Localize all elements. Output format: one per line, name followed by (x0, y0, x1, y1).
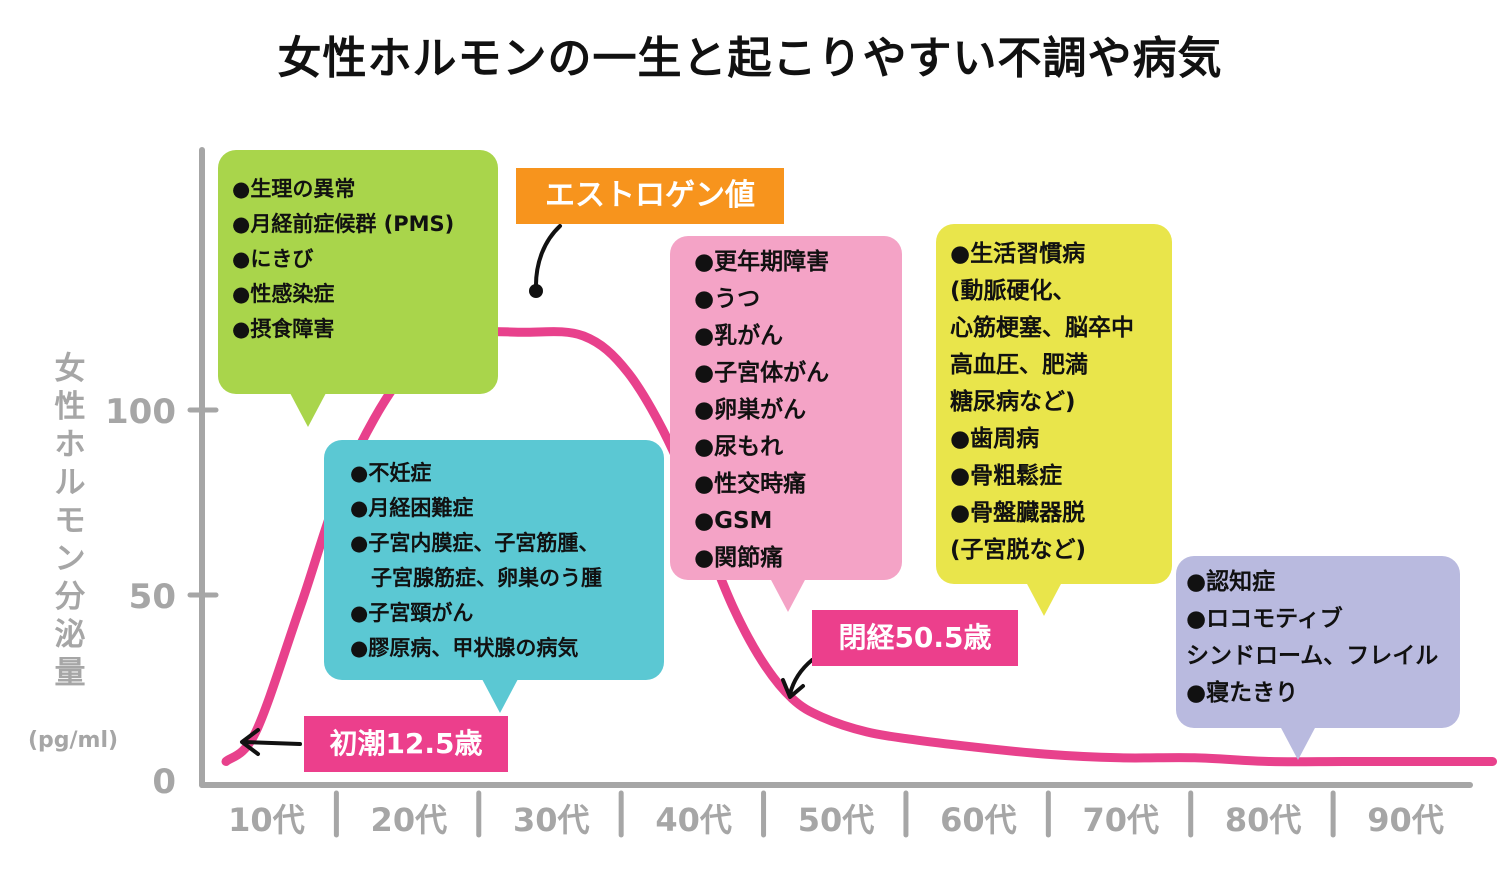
bubble-menopause-issues: ●更年期障害 ●うつ ●乳がん ●子宮体がん ●卵巣がん ●尿もれ ●性交時痛 ●GSM ●関節… (670, 236, 902, 612)
x-tick-label: 40代 (655, 801, 732, 839)
y-axis-label-char: 量 (54, 655, 86, 691)
y-axis-label-char: モ (54, 503, 86, 539)
menarche-arrowhead (240, 728, 260, 756)
estrogen-label: エストロゲン値 (516, 168, 784, 224)
bubble-item: ●生理の異常 (232, 177, 356, 201)
bubble-item: ●性感染症 (232, 282, 335, 306)
menopause-arrowhead (781, 678, 805, 699)
bubble-item: 高血圧、肥満 (950, 352, 1088, 378)
bubble-item: 子宮腺筋症、卵巣のう腫 (350, 566, 602, 590)
bubble-item: ●生活習慣病 (950, 241, 1086, 267)
bubble-item: ●骨粗鬆症 (950, 463, 1063, 489)
y-tick-label: 0 (152, 762, 176, 802)
bubble-item: 糖尿病など) (950, 389, 1076, 415)
bubble-item: ●膠原病、甲状腺の病気 (350, 636, 579, 660)
x-tick-labels: 10代 20代 30代 40代 50代 60代 70代 80代 90代 (228, 801, 1444, 839)
bubble-item: ●不妊症 (350, 461, 432, 485)
y-axis-label-char: ホ (54, 427, 86, 463)
bubble-yellow-list: ●生活習慣病 (動脈硬化、心筋梗塞、脳卒中高血圧、肥満糖尿病など) ●歯周病 ●骨粗鬆… (950, 236, 1160, 569)
bubble-tail (290, 393, 326, 427)
bubble-green-list: ●生理の異常 ●月経前症候群 (PMS) ●にきび ●性感染症 ●摂食障害 (232, 172, 486, 347)
x-tick-label: 90代 (1367, 801, 1444, 839)
bubble-item: ●子宮内膜症、子宮筋腫、 (350, 531, 600, 555)
bubble-item: 心筋梗塞、脳卒中 (950, 315, 1134, 341)
bubble-blue-list: ●不妊症 ●月経困難症 ●子宮内膜症、子宮筋腫、 子宮腺筋症、卵巣のう腫 ●子宮頸がん… (350, 456, 652, 666)
bubble-item: ●にきび (232, 247, 314, 271)
estrogen-pointer (533, 224, 562, 292)
bubble-item: ●月経前症候群 (PMS) (232, 212, 455, 236)
bubble-item: ●尿もれ (694, 434, 784, 460)
x-tick-label: 60代 (940, 801, 1017, 839)
x-tick-label: 50代 (798, 801, 875, 839)
x-tick-label: 30代 (513, 801, 590, 839)
y-axis-label: 女性ホルモン分泌量 (50, 350, 90, 692)
bubble-item: ●歯周病 (950, 426, 1040, 452)
x-tick-label: 10代 (228, 801, 305, 839)
bubble-purple-list: ●認知症 ●ロコモティブシンドローム、フレイル ●寝たきり (1186, 564, 1448, 712)
y-axis-unit: (pg/ml) (27, 728, 119, 753)
estrogen-pointer-dot (529, 284, 543, 298)
bubble-tail (770, 578, 806, 612)
bubble-item: ●うつ (694, 286, 761, 312)
y-axis-label-char: ル (54, 465, 86, 501)
y-axis-label-char: 性 (54, 389, 86, 425)
estrogen-curve (221, 327, 1497, 767)
bubble-tail (1026, 582, 1062, 616)
bubble-item: (動脈硬化、 (950, 278, 1076, 304)
menarche-arrow-shaft (242, 740, 302, 746)
bubble-lifestyle-issues: ●生活習慣病 (動脈硬化、心筋梗塞、脳卒中高血圧、肥満糖尿病など) ●歯周病 ●骨粗鬆… (936, 224, 1172, 616)
bubble-reproductive-issues: ●不妊症 ●月経困難症 ●子宮内膜症、子宮筋腫、 子宮腺筋症、卵巣のう腫 ●子宮頸がん… (324, 440, 664, 713)
bubble-item: ●更年期障害 (694, 249, 830, 275)
annotation-arrows (240, 224, 814, 756)
x-tick-label: 20代 (371, 801, 448, 839)
bubble-elderly-issues: ●認知症 ●ロコモティブシンドローム、フレイル ●寝たきり (1176, 556, 1460, 760)
y-axis-label-char: 女 (54, 351, 86, 387)
bubble-teen-issues: ●生理の異常 ●月経前症候群 (PMS) ●にきび ●性感染症 ●摂食障害 (218, 150, 498, 427)
bubble-item: ●性交時痛 (694, 471, 807, 497)
bubble-tail (482, 679, 518, 713)
menarche-label: 初潮12.5歳 (304, 716, 508, 772)
bubble-item: ●GSM (694, 508, 773, 534)
bubble-item: ●子宮体がん (694, 360, 830, 386)
x-tick-label: 70代 (1083, 801, 1160, 839)
y-tick-labels: 0 50 100 (105, 392, 176, 802)
menopause-arrow-shaft (788, 658, 814, 696)
bubble-item: ●摂食障害 (232, 317, 335, 341)
y-tick-label: 50 (129, 577, 176, 617)
series-layer (221, 327, 1497, 767)
bubble-item: ●月経困難症 (350, 496, 474, 520)
y-axis-label-char: 分 (54, 579, 86, 615)
y-axis-label-char: 泌 (54, 617, 86, 653)
bubble-tail (1280, 726, 1316, 760)
bubble-item: ●寝たきり (1186, 680, 1299, 706)
y-axis-label-char: ン (54, 541, 86, 577)
page-title: 女性ホルモンの一生と起こりやすい不調や病気 (277, 33, 1223, 84)
bubble-item: ●認知症 (1186, 569, 1276, 595)
bubble-item: ●子宮頸がん (350, 601, 474, 625)
chart-ticks (187, 407, 1336, 838)
menopause-label: 閉経50.5歳 (812, 610, 1018, 666)
x-tick-label: 80代 (1225, 801, 1302, 839)
bubble-item: ●ロコモティブ (1186, 606, 1343, 632)
bubble-item: ●関節痛 (694, 545, 784, 571)
bubble-item: ●乳がん (694, 323, 784, 349)
chart-axes (199, 147, 1473, 788)
bubble-item: ●卵巣がん (694, 397, 807, 423)
y-tick-label: 100 (105, 392, 176, 432)
bubble-item: ●骨盤臓器脱 (950, 500, 1086, 526)
bubble-item: (子宮脱など) (950, 537, 1087, 563)
bubble-pink-list: ●更年期障害 ●うつ ●乳がん ●子宮体がん ●卵巣がん ●尿もれ ●性交時痛 ●GSM ●関節… (694, 244, 890, 577)
bubble-item: シンドローム、フレイル (1186, 643, 1439, 669)
